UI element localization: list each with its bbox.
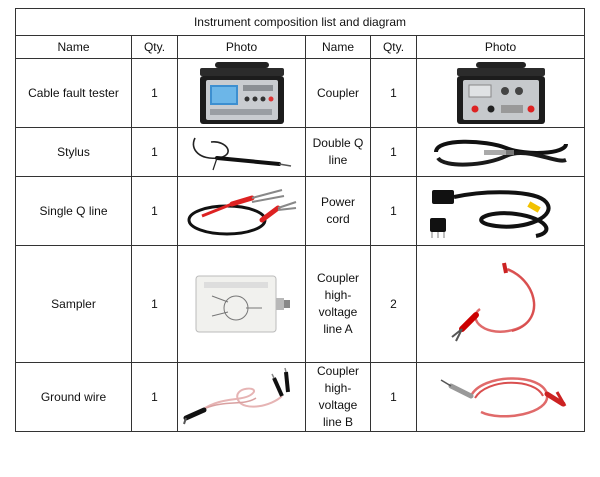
table-row: Single Q line 1 Power cord 1 [15,176,586,246]
header-photo-right: Photo [415,35,586,59]
table-row: Sampler 1 Coupler high-voltage line A 2 [15,245,586,363]
hv-line-a-photo [415,245,586,363]
item-qty: 1 [131,245,178,363]
item-name: Ground wire [15,362,132,432]
item-qty: 1 [131,58,178,128]
item-name: Cable fault tester [15,58,132,128]
item-name: Sampler [15,245,132,363]
item-qty: 1 [131,362,178,432]
table-row: Cable fault tester 1 Coupler 1 [15,58,586,128]
header-qty-left: Qty. [131,35,178,59]
sampler-photo [177,245,306,363]
item-name: Power cord [305,176,371,246]
composition-table: Instrument composition list and diagram … [14,8,586,432]
item-qty: 1 [370,362,417,432]
item-qty: 1 [131,127,178,177]
item-qty: 1 [370,127,417,177]
table-title: Instrument composition list and diagram [14,8,586,36]
item-qty: 2 [370,245,417,363]
stylus-photo [177,127,306,177]
power-cord-photo [415,176,586,246]
ground-wire-photo [177,362,306,432]
composition-table-wrapper: Instrument composition list and diagram … [14,8,586,432]
item-name: Stylus [15,127,132,177]
header-name-left: Name [15,35,132,59]
table-row: Ground wire 1 Coupler high-voltage line … [15,362,586,432]
item-qty: 1 [131,176,178,246]
item-name: Double Q line [305,127,371,177]
coupler-photo [415,58,586,128]
table-row: Stylus 1 Double Q line 1 [15,127,586,177]
cable-fault-tester-photo [177,58,306,128]
double-q-line-photo [415,127,586,177]
header-row: Name Qty. Photo Name Qty. Photo [15,35,586,59]
item-name: Coupler high-voltage line A [305,245,371,363]
item-name: Coupler [305,58,371,128]
hv-line-b-photo [415,362,586,432]
item-qty: 1 [370,176,417,246]
header-name-right: Name [305,35,371,59]
header-photo-left: Photo [177,35,306,59]
item-name: Single Q line [15,176,132,246]
single-q-line-photo [177,176,306,246]
header-qty-right: Qty. [370,35,417,59]
item-qty: 1 [370,58,417,128]
item-name: Coupler high-voltage line B [305,362,371,432]
